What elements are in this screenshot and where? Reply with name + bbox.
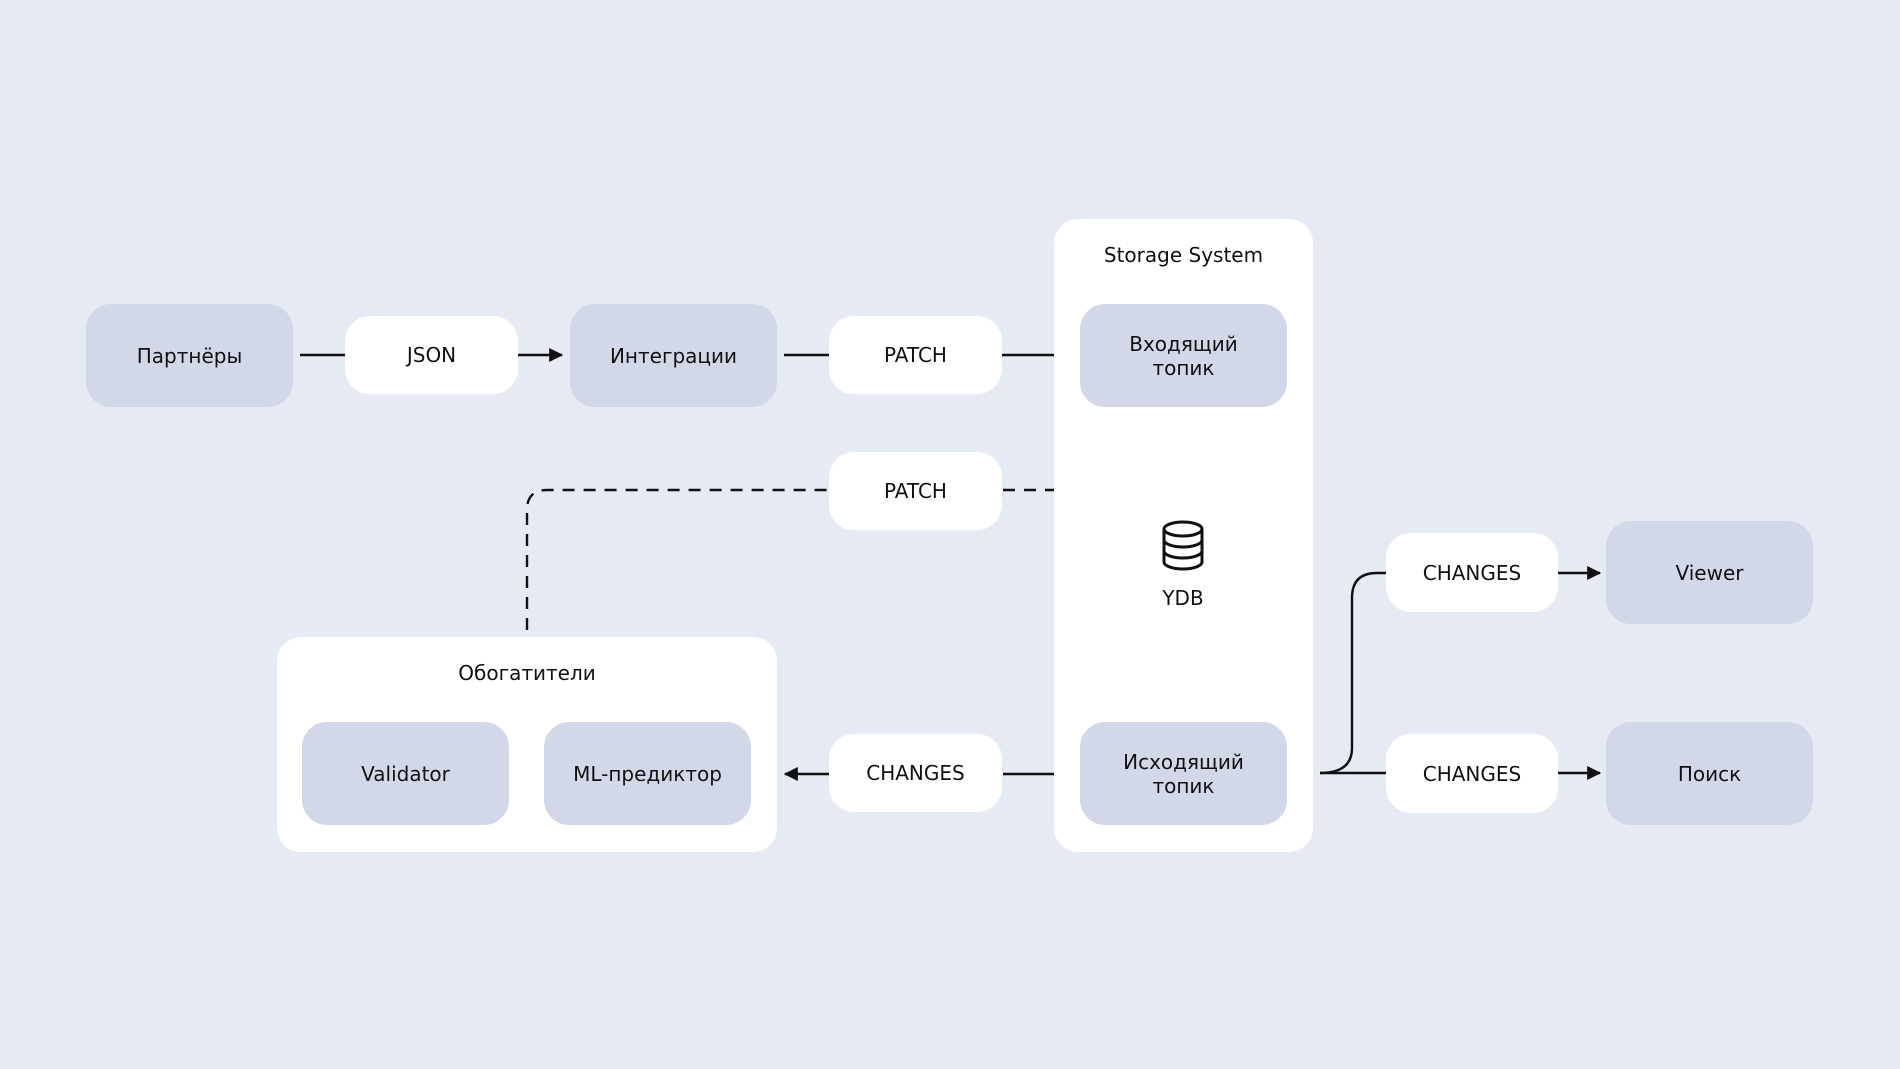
integrations-node: Интеграции (570, 304, 777, 407)
json-label: JSON (345, 316, 518, 394)
changes-label-viewer: CHANGES (1386, 533, 1558, 612)
incoming-topic-node: Входящий топик (1080, 304, 1287, 407)
dashed-enrichers-patch (525, 488, 829, 630)
validator-node: Validator (302, 722, 509, 825)
viewer-node: Viewer (1606, 521, 1813, 624)
outgoing-topic-node: Исходящий топик (1080, 722, 1287, 825)
patch-label-middle: PATCH (829, 452, 1002, 530)
enrichers-title: Обогатители (458, 661, 596, 685)
storage-system-title: Storage System (1103, 243, 1264, 267)
patch-label-top: PATCH (829, 316, 1002, 394)
database-icon (1162, 520, 1204, 571)
changes-label-enrichers: CHANGES (829, 734, 1002, 812)
ydb-label: YDB (1162, 586, 1204, 610)
partners-node: Партнёры (86, 304, 293, 407)
changes-label-search: CHANGES (1386, 734, 1558, 813)
search-node: Поиск (1606, 722, 1813, 825)
ml-predictor-node: ML-предиктор (544, 722, 751, 825)
connector-outgoing-viewer (1319, 571, 1386, 775)
